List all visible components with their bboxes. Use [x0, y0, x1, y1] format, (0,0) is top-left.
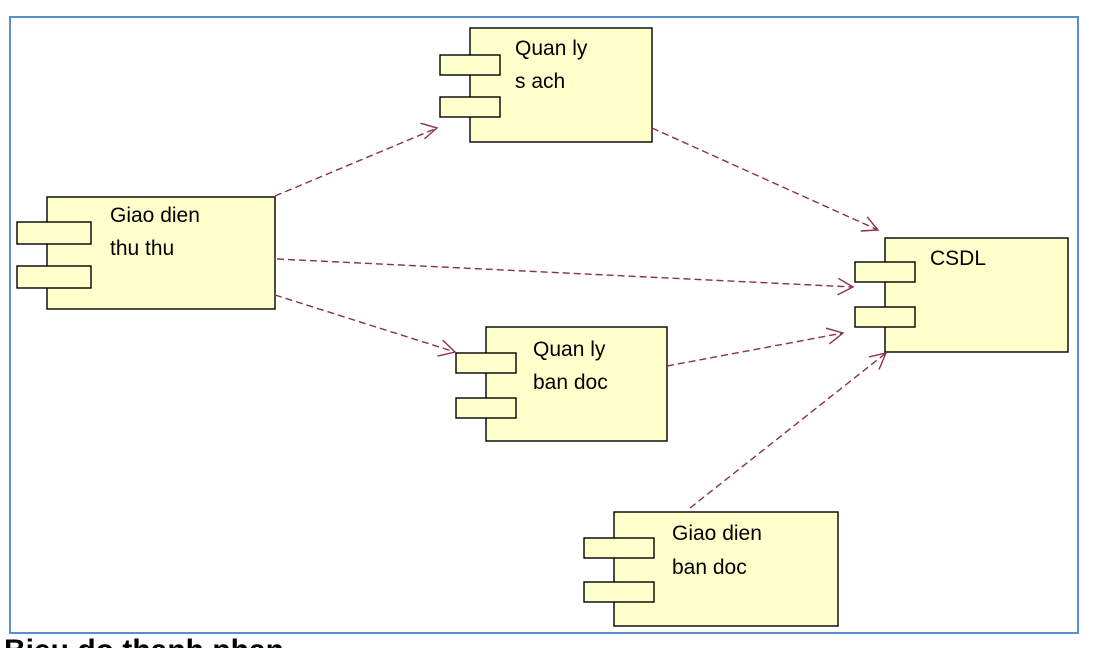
dependency-giao-dien-ban-doc-to-csdl	[689, 352, 888, 509]
component-label-line: Quan ly	[533, 338, 606, 361]
component-label-line: s ach	[515, 70, 565, 93]
component-label-line: ban doc	[672, 556, 747, 579]
component-giao-dien-thu-thu[interactable]: Giao dien thu thu	[16, 196, 276, 310]
component-label-line: Giao dien	[672, 522, 762, 545]
dependency-quan-ly-sach-to-csdl	[651, 127, 880, 232]
partial-heading-cutoff: Bieu do thanh phan	[4, 636, 284, 648]
component-csdl[interactable]: CSDL	[854, 237, 1069, 353]
component-label-line: thu thu	[110, 237, 174, 260]
component-quan-ly-ban-doc[interactable]: Quan ly ban doc	[455, 326, 668, 442]
component-label-line: Quan ly	[515, 37, 588, 60]
component-label-line: CSDL	[930, 247, 986, 270]
component-giao-dien-ban-doc[interactable]: Giao dien ban doc	[583, 511, 839, 627]
dependency-thu-thu-to-quan-ly-sach	[274, 122, 439, 197]
component-label-line: Giao dien	[110, 204, 200, 227]
dependency-thu-thu-to-quan-ly-ban-doc	[274, 294, 457, 357]
dependency-quan-ly-ban-doc-to-csdl	[666, 327, 845, 367]
component-label-line: ban doc	[533, 371, 608, 394]
dependency-thu-thu-to-csdl	[276, 258, 855, 296]
component-quan-ly-sach[interactable]: Quan ly s ach	[439, 27, 653, 143]
